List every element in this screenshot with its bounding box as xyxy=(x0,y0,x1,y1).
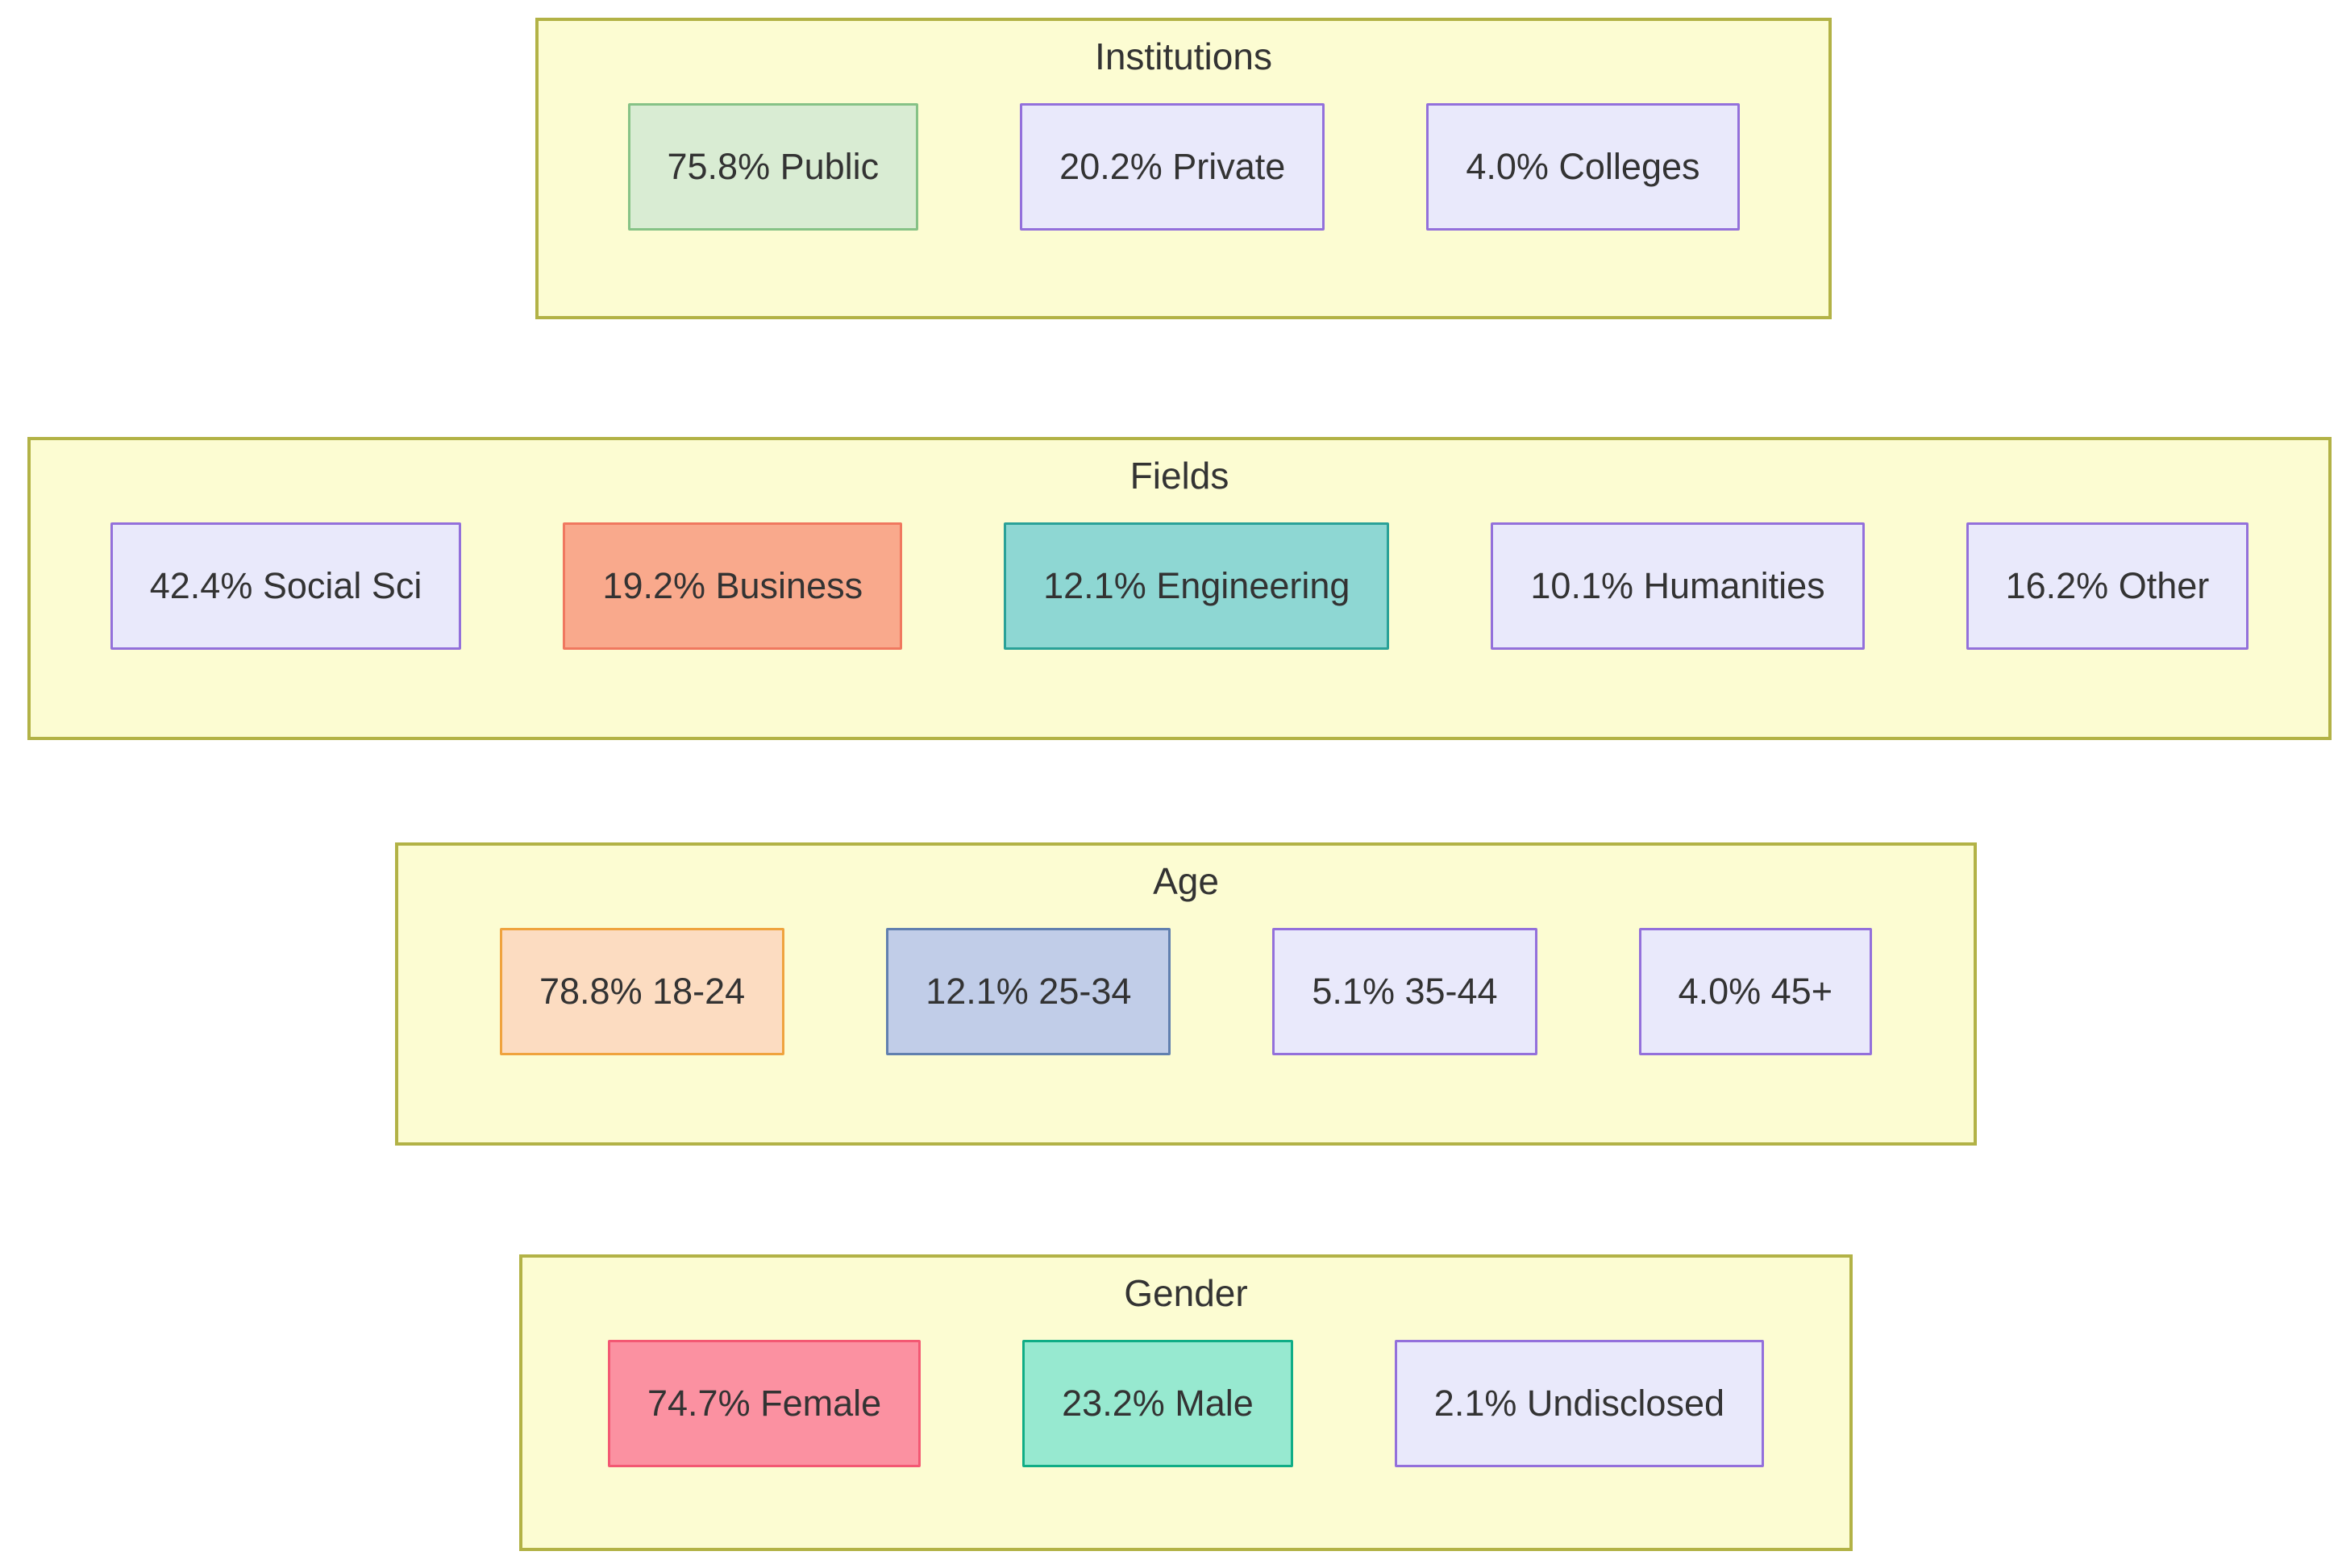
node-humanities: 10.1% Humanities xyxy=(1491,522,1865,650)
node-business-label: 19.2% Business xyxy=(602,565,863,606)
group-title-fields: Fields xyxy=(1129,455,1229,497)
node-colleges: 4.0% Colleges xyxy=(1426,103,1740,231)
node-other-label: 16.2% Other xyxy=(2005,565,2210,606)
group-institutions: Institutions 75.8% Public 20.2% Private … xyxy=(535,18,1832,319)
node-female: 74.7% Female xyxy=(608,1340,921,1467)
node-age-18-24-label: 78.8% 18-24 xyxy=(539,971,746,1012)
node-public-label: 75.8% Public xyxy=(667,146,880,187)
node-social-sci-label: 42.4% Social Sci xyxy=(149,565,422,606)
node-private: 20.2% Private xyxy=(1020,103,1325,231)
node-row-age: 78.8% 18-24 12.1% 25-34 5.1% 35-44 4.0% … xyxy=(500,928,1872,1055)
node-age-35-44: 5.1% 35-44 xyxy=(1272,928,1537,1055)
node-age-35-44-label: 5.1% 35-44 xyxy=(1312,971,1498,1012)
group-fields: Fields 42.4% Social Sci 19.2% Business 1… xyxy=(27,437,2332,740)
group-title-institutions: Institutions xyxy=(1095,35,1272,77)
node-private-label: 20.2% Private xyxy=(1059,146,1286,187)
node-male: 23.2% Male xyxy=(1022,1340,1293,1467)
node-other: 16.2% Other xyxy=(1966,522,2249,650)
node-female-label: 74.7% Female xyxy=(647,1383,882,1424)
node-public: 75.8% Public xyxy=(627,103,919,231)
group-title-gender: Gender xyxy=(1124,1272,1248,1314)
node-undisclosed-label: 2.1% Undisclosed xyxy=(1433,1383,1724,1424)
node-engineering-label: 12.1% Engineering xyxy=(1043,565,1350,606)
node-engineering: 12.1% Engineering xyxy=(1004,522,1390,650)
node-row-gender: 74.7% Female 23.2% Male 2.1% Undisclosed xyxy=(608,1340,1764,1467)
node-age-18-24: 78.8% 18-24 xyxy=(500,928,785,1055)
node-row-institutions: 75.8% Public 20.2% Private 4.0% Colleges xyxy=(627,103,1740,231)
group-gender: Gender 74.7% Female 23.2% Male 2.1% Undi… xyxy=(519,1254,1853,1551)
node-humanities-label: 10.1% Humanities xyxy=(1530,565,1825,606)
node-business: 19.2% Business xyxy=(563,522,903,650)
node-age-25-34: 12.1% 25-34 xyxy=(886,928,1171,1055)
node-colleges-label: 4.0% Colleges xyxy=(1466,146,1700,187)
node-row-fields: 42.4% Social Sci 19.2% Business 12.1% En… xyxy=(110,522,2249,650)
node-age-45-plus-label: 4.0% 45+ xyxy=(1678,971,1833,1012)
group-title-age: Age xyxy=(1153,860,1219,902)
node-age-25-34-label: 12.1% 25-34 xyxy=(926,971,1132,1012)
node-undisclosed: 2.1% Undisclosed xyxy=(1394,1340,1764,1467)
node-male-label: 23.2% Male xyxy=(1062,1383,1254,1424)
group-age: Age 78.8% 18-24 12.1% 25-34 5.1% 35-44 4… xyxy=(395,842,1977,1146)
node-social-sci: 42.4% Social Sci xyxy=(110,522,462,650)
node-age-45-plus: 4.0% 45+ xyxy=(1638,928,1872,1055)
